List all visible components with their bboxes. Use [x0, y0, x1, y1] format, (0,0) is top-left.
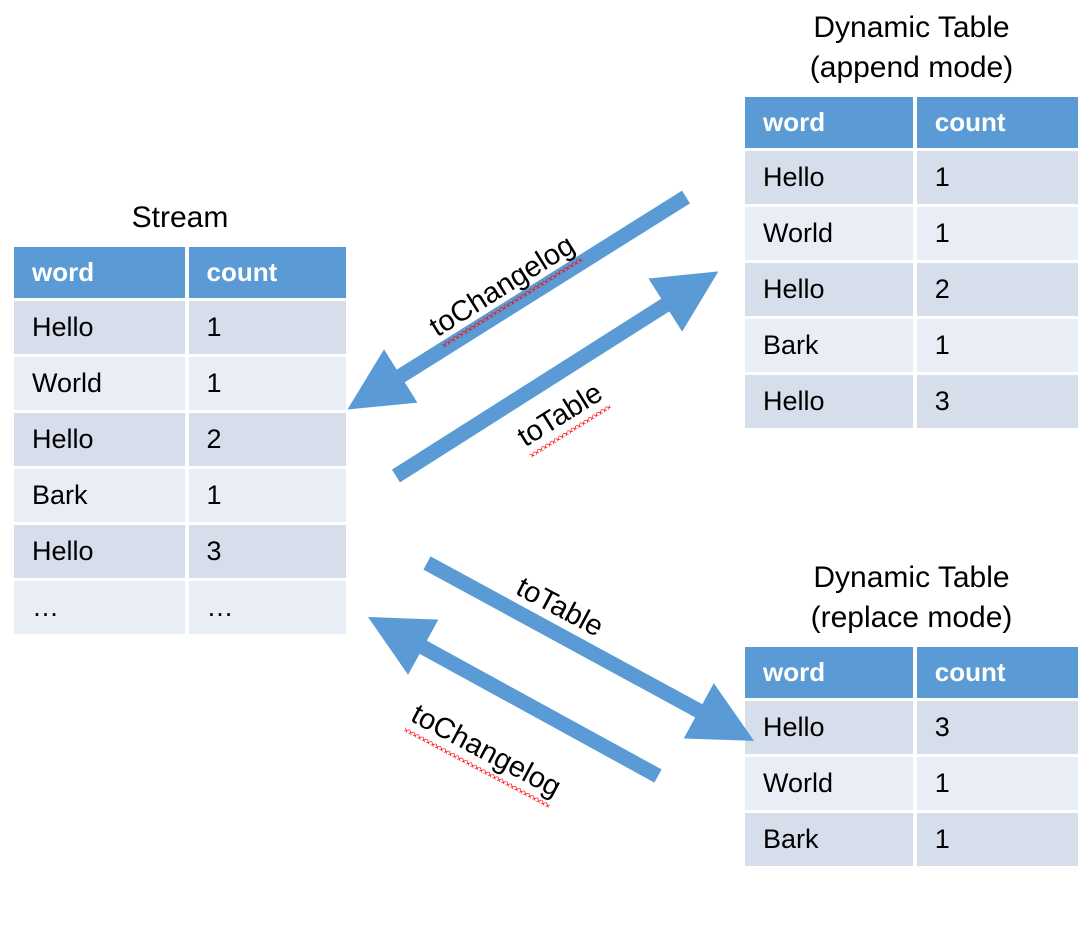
table-header-row: word count: [745, 647, 1078, 698]
cell-word: Hello: [14, 413, 185, 466]
table-row: Hello 2: [745, 263, 1078, 316]
table-row: Bark 1: [745, 319, 1078, 372]
cell-word: Hello: [14, 301, 185, 354]
cell-count: 1: [916, 151, 1078, 204]
cell-word: Hello: [745, 701, 913, 754]
cell-word: World: [745, 207, 913, 260]
table-row-ellipsis: … …: [14, 581, 346, 634]
replace-table: word count Hello 3 World 1 Bark 1: [741, 644, 1082, 869]
cell-word: World: [745, 757, 913, 810]
table-row: Hello 3: [745, 701, 1078, 754]
arrow-label-append-to-changelog: toChangelog: [423, 229, 581, 344]
table-row: Hello 2: [14, 413, 346, 466]
arrow-label-replace-to-changelog: toChangelog: [405, 698, 567, 805]
column-header-word: word: [14, 247, 185, 298]
arrow-label-text: toTable: [510, 571, 609, 644]
table-row: Bark 1: [745, 813, 1078, 866]
arrow-label-stream-to-append-table: toTable: [511, 376, 609, 454]
table-row: World 1: [745, 207, 1078, 260]
arrow-label-text: toTable: [511, 376, 609, 454]
cell-count: 1: [916, 757, 1078, 810]
cell-word: World: [14, 357, 185, 410]
cell-count: 1: [188, 301, 346, 354]
cell-count: 3: [188, 525, 346, 578]
cell-word: Hello: [745, 375, 913, 428]
cell-count: …: [188, 581, 346, 634]
arrow-stream-to-replace-table: [423, 556, 755, 741]
cell-count: 2: [916, 263, 1078, 316]
append-table-block: Dynamic Table (append mode) word count H…: [741, 8, 1082, 431]
cell-word: …: [14, 581, 185, 634]
arrow-label-text: toChangelog: [405, 698, 567, 804]
cell-count: 1: [188, 357, 346, 410]
arrow-append-to-changelog: [347, 190, 690, 410]
cell-count: 1: [916, 207, 1078, 260]
cell-count: 1: [188, 469, 346, 522]
table-row: Hello 1: [14, 301, 346, 354]
table-header-row: word count: [745, 97, 1078, 148]
cell-count: 2: [188, 413, 346, 466]
column-header-count: count: [916, 97, 1078, 148]
cell-word: Bark: [745, 813, 913, 866]
column-header-word: word: [745, 97, 913, 148]
replace-table-block: Dynamic Table (replace mode) word count …: [741, 558, 1082, 869]
table-row: World 1: [14, 357, 346, 410]
cell-word: Hello: [745, 151, 913, 204]
stream-table-title: Stream: [131, 201, 229, 234]
table-row: World 1: [745, 757, 1078, 810]
replace-table-title: Dynamic Table (replace mode): [810, 561, 1013, 634]
arrow-label-stream-to-replace-table: toTable: [510, 571, 609, 644]
table-row: Hello 3: [745, 375, 1078, 428]
column-header-count: count: [188, 247, 346, 298]
arrow-replace-to-changelog: [368, 616, 662, 783]
table-row: Hello 1: [745, 151, 1078, 204]
cell-count: 3: [916, 375, 1078, 428]
table-row: Bark 1: [14, 469, 346, 522]
stream-table-block: Stream word count Hello 1 World 1 Hello: [10, 198, 350, 637]
cell-word: Bark: [745, 319, 913, 372]
column-header-word: word: [745, 647, 913, 698]
cell-word: Bark: [14, 469, 185, 522]
append-table-title: Dynamic Table (append mode): [809, 11, 1014, 84]
cell-count: 1: [916, 813, 1078, 866]
append-table: word count Hello 1 World 1 Hello 2: [741, 94, 1082, 431]
table-row: Hello 3: [14, 525, 346, 578]
cell-word: Hello: [14, 525, 185, 578]
table-header-row: word count: [14, 247, 346, 298]
cell-count: 3: [916, 701, 1078, 754]
stream-table: word count Hello 1 World 1 Hello 2: [10, 244, 350, 637]
column-header-count: count: [916, 647, 1078, 698]
arrow-label-text: toChangelog: [423, 229, 581, 344]
cell-count: 1: [916, 319, 1078, 372]
cell-word: Hello: [745, 263, 913, 316]
